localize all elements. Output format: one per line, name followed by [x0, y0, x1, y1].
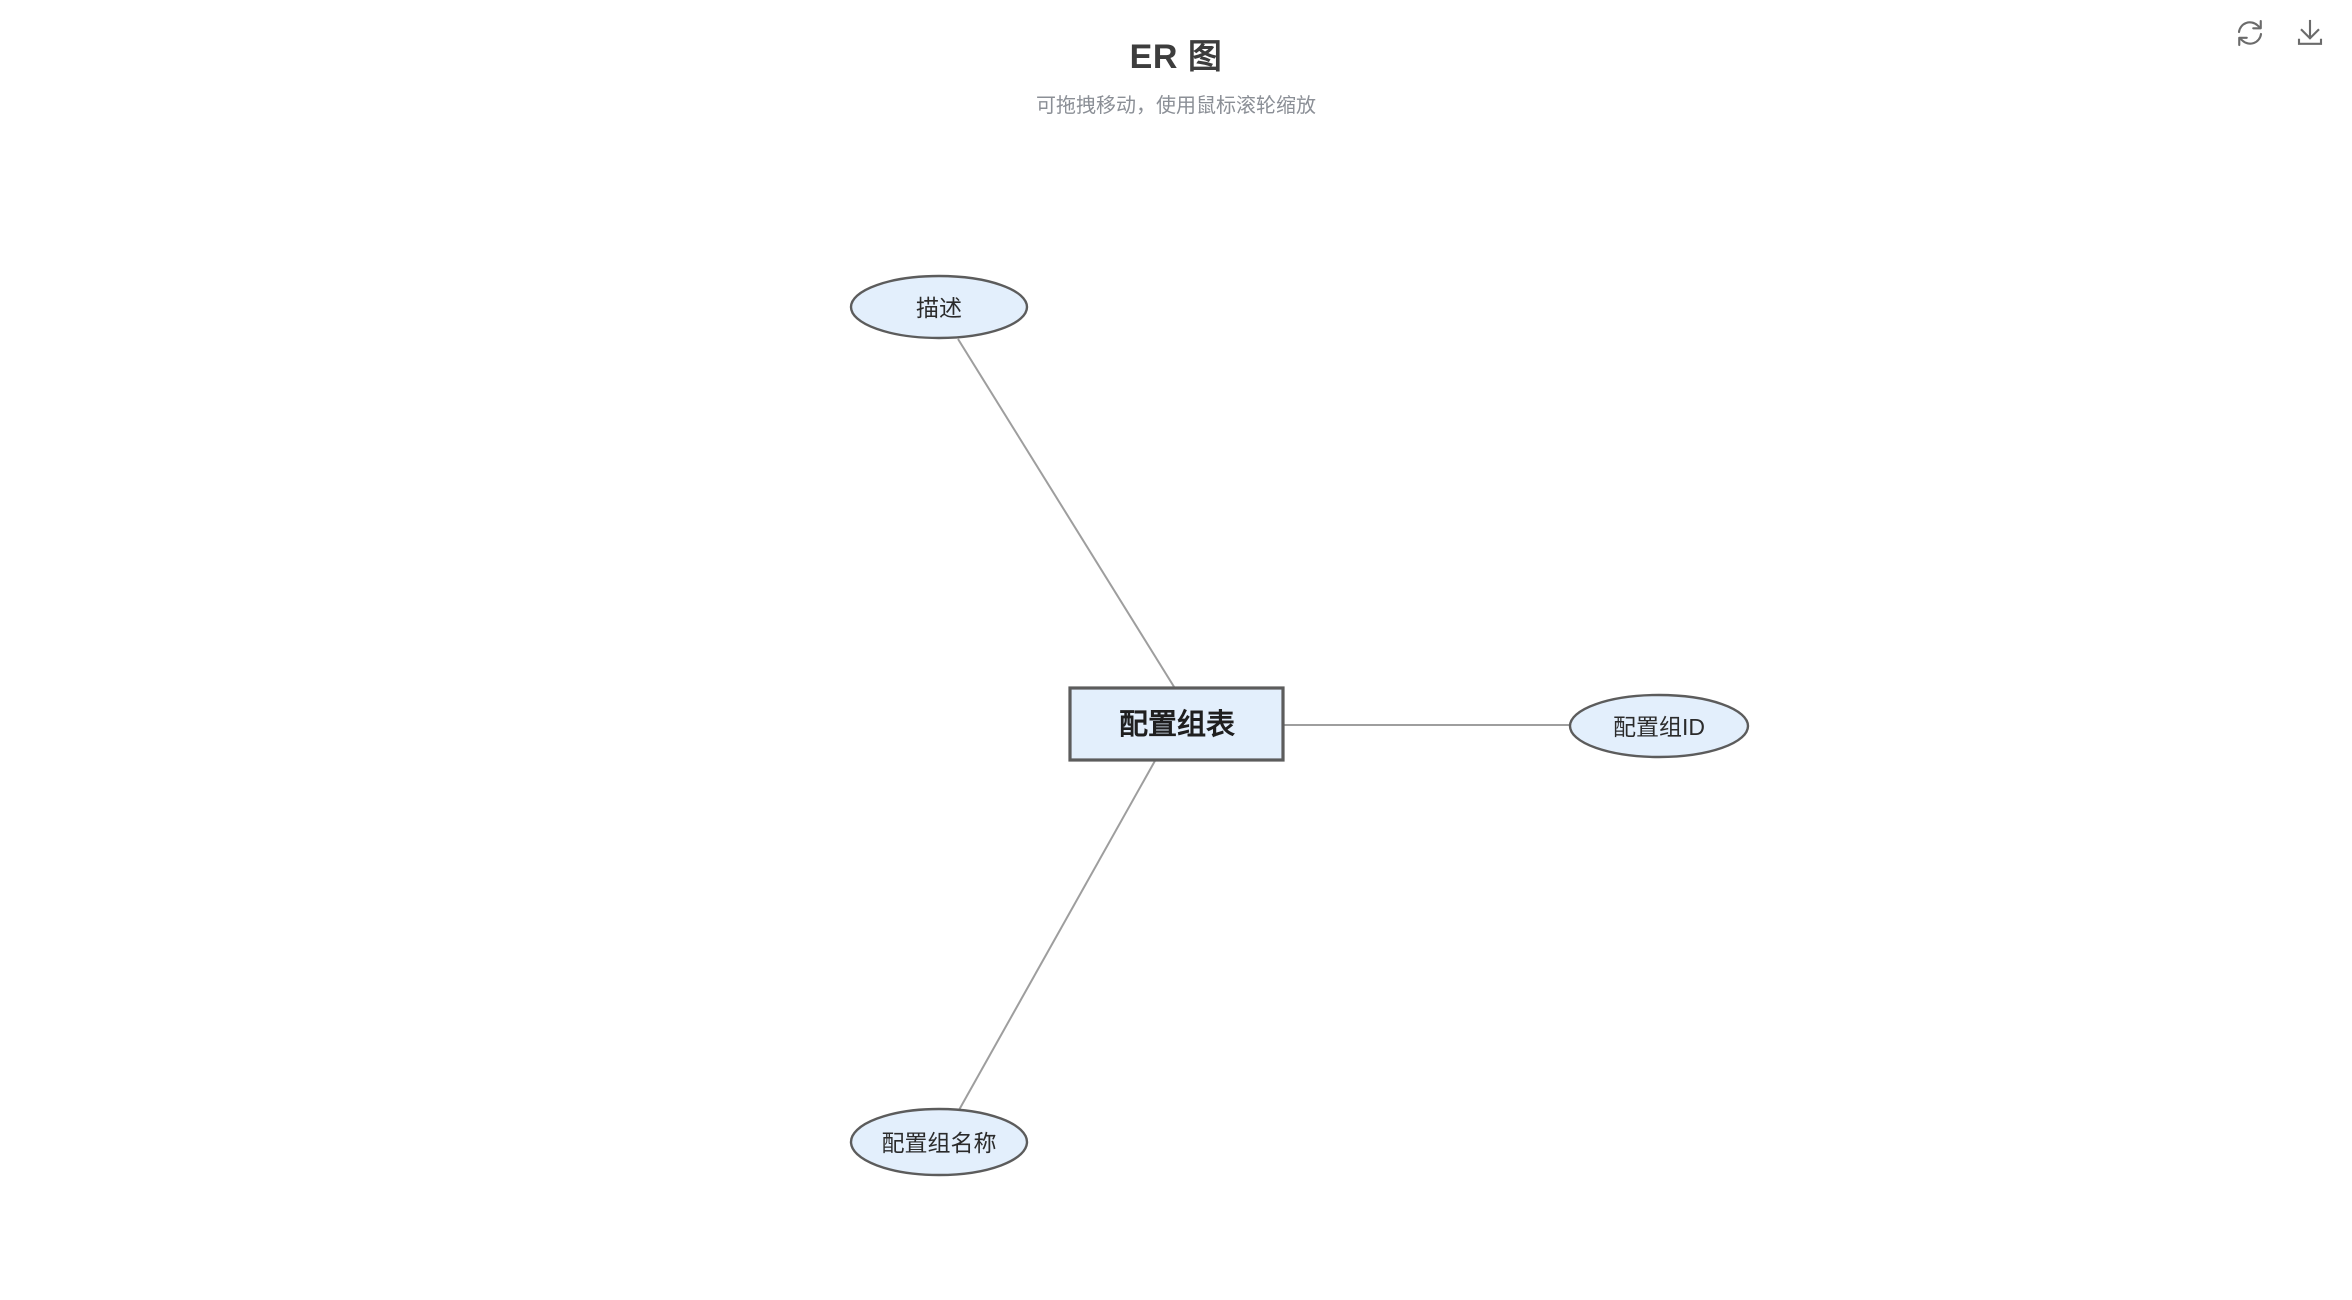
edge-group — [957, 338, 1572, 1111]
entity-rect[interactable] — [1068, 686, 1285, 762]
attribute-node-peizhizumingcheng[interactable]: 配置组名称 — [849, 1107, 1029, 1177]
attribute-label: 描述 — [916, 295, 962, 321]
edge-miaoshu-to-entity — [957, 338, 1177, 691]
refresh-button[interactable] — [2230, 13, 2270, 53]
attribute-node-peizhizuid[interactable]: 配置组ID — [1568, 693, 1750, 759]
attribute-node-miaoshu[interactable]: 描述 — [849, 274, 1029, 340]
attribute-ellipse[interactable] — [849, 1107, 1029, 1177]
entity-label: 配置组表 — [1119, 707, 1235, 741]
attribute-ellipse[interactable] — [849, 274, 1029, 340]
edge-entity-to-peizhizumingcheng — [958, 758, 1157, 1111]
download-button[interactable] — [2290, 13, 2330, 53]
entity-node-peizhizubiao[interactable]: 配置组表 — [1068, 686, 1285, 762]
attribute-label: 配置组ID — [1613, 714, 1705, 740]
download-icon — [2295, 18, 2325, 48]
attribute-ellipse[interactable] — [1568, 693, 1750, 759]
refresh-icon — [2235, 18, 2265, 48]
attribute-label: 配置组名称 — [882, 1130, 997, 1156]
toolbar — [2230, 13, 2330, 53]
